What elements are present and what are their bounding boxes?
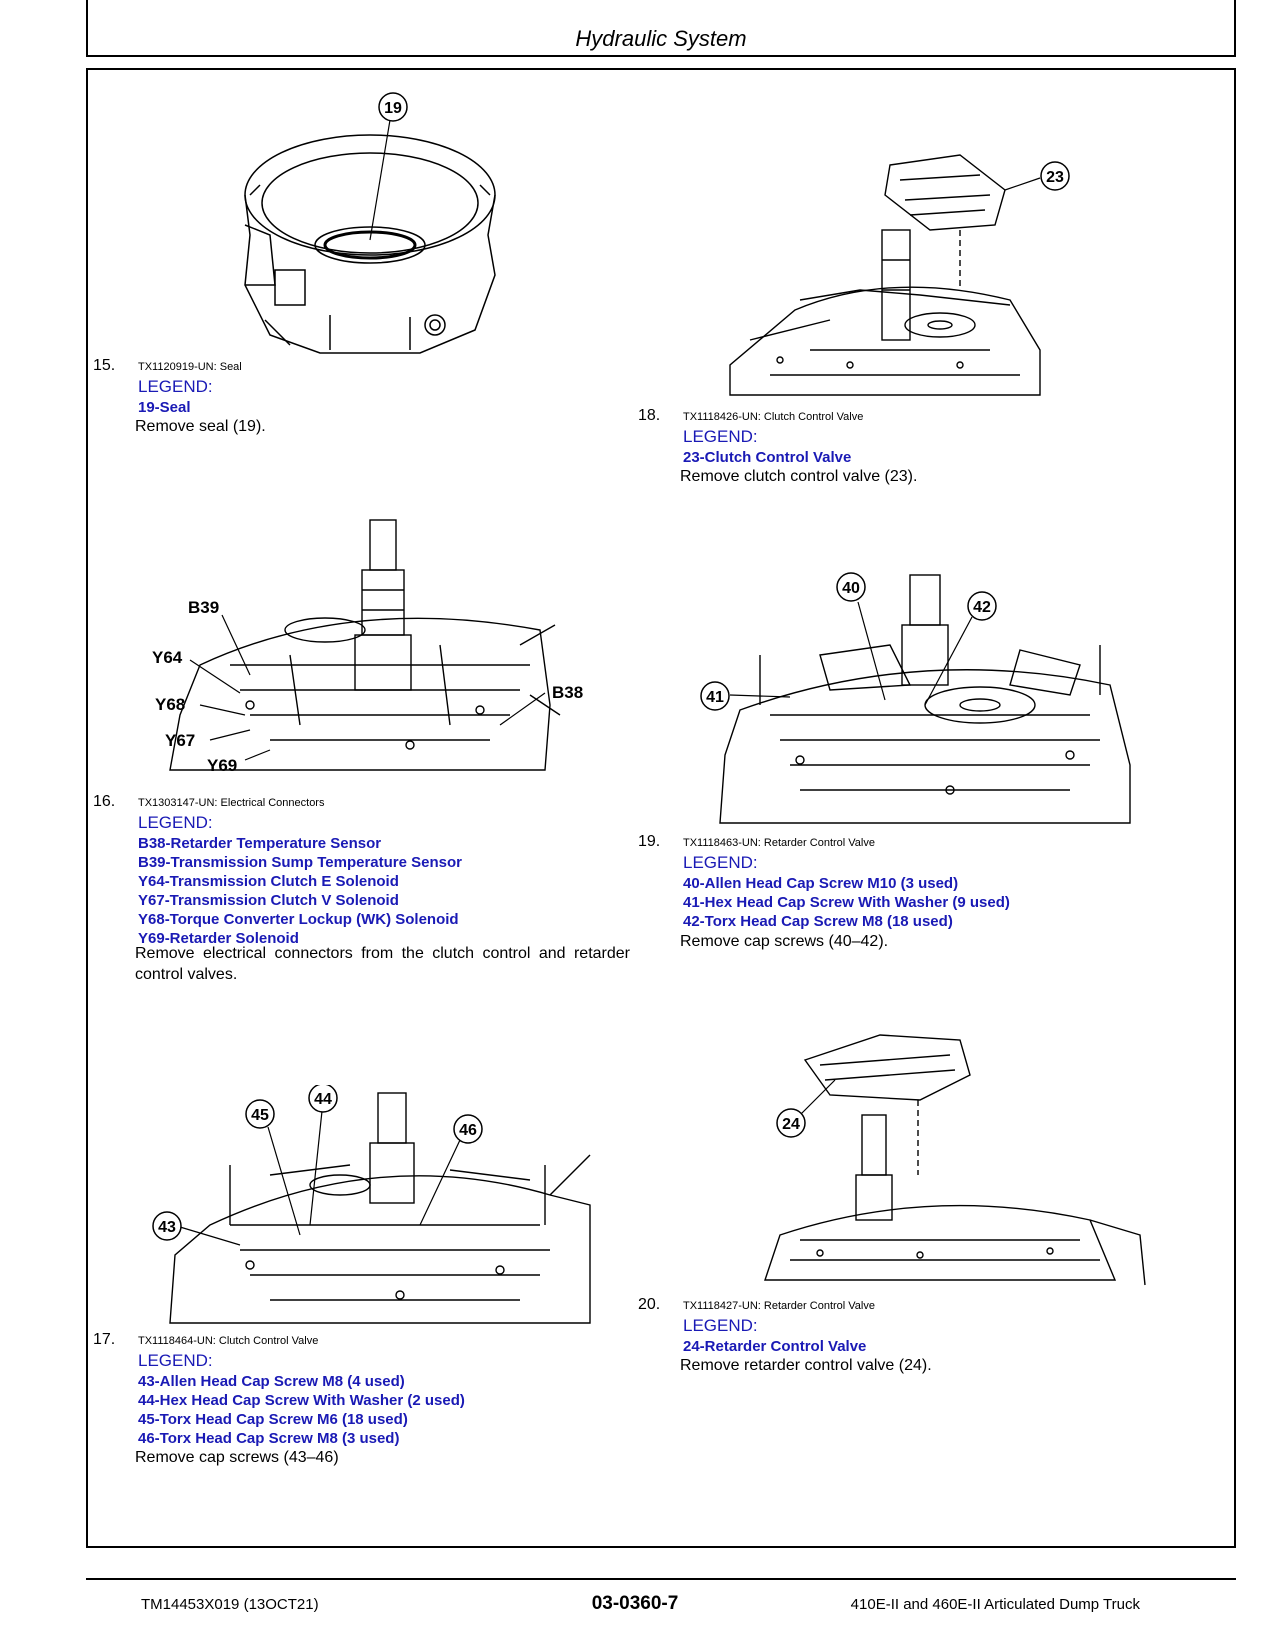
step-15: 15. TX1120919-UN: Seal LEGEND: 19-Seal R… bbox=[93, 357, 593, 447]
figure-retarder-cap-screws: 40 42 41 bbox=[690, 565, 1150, 830]
footer-doc-id: TM14453X019 (13OCT21) bbox=[141, 1596, 319, 1613]
figure-clutch-cap-screws: 45 44 46 43 bbox=[150, 1085, 595, 1330]
callout-label: B39 bbox=[188, 598, 219, 617]
connectors-illustration: B39 Y64 Y68 Y67 Y69 B38 bbox=[152, 519, 583, 775]
figure-seal: 19 bbox=[230, 85, 510, 365]
retarder-valve-illustration: 24 bbox=[764, 1034, 1146, 1286]
legend-item: 46-Torx Head Cap Screw M8 (3 used) bbox=[138, 1430, 400, 1447]
page-title: Hydraulic System bbox=[575, 26, 747, 51]
figure-caption: TX1120919-UN: Seal bbox=[138, 361, 242, 373]
step-17: 17. TX1118464-UN: Clutch Control Valve L… bbox=[93, 1331, 638, 1471]
figure-caption: TX1118463-UN: Retarder Control Valve bbox=[683, 837, 875, 849]
legend-item: Y68-Torque Converter Lockup (WK) Solenoi… bbox=[138, 911, 459, 928]
legend-item: 40-Allen Head Cap Screw M10 (3 used) bbox=[683, 875, 959, 892]
callout-label: 19 bbox=[384, 100, 402, 117]
page-header: Hydraulic System bbox=[86, 0, 1236, 57]
content-frame bbox=[86, 68, 1236, 1548]
figure-caption: TX1118464-UN: Clutch Control Valve bbox=[138, 1335, 319, 1347]
step-number: 17. bbox=[93, 1331, 116, 1348]
legend-item: 44-Hex Head Cap Screw With Washer (2 use… bbox=[138, 1392, 465, 1409]
figure-electrical-connectors: B39 Y64 Y68 Y67 Y69 B38 bbox=[150, 515, 590, 780]
retarder-screws-illustration: 40 42 41 bbox=[700, 572, 1131, 824]
step-number: 20. bbox=[638, 1296, 661, 1313]
callout-label: 43 bbox=[158, 1219, 176, 1236]
callout-label: 45 bbox=[251, 1107, 269, 1124]
legend-list: 24-Retarder Control Valve bbox=[683, 1337, 866, 1356]
legend-title: LEGEND: bbox=[138, 377, 213, 396]
legend-item: B38-Retarder Temperature Sensor bbox=[138, 835, 382, 852]
footer-manual-title: 410E-II and 460E-II Articulated Dump Tru… bbox=[850, 1596, 1140, 1613]
figure-clutch-valve-removal: 23 bbox=[710, 150, 1080, 405]
callout-label: 24 bbox=[782, 1116, 800, 1133]
legend-title: LEGEND: bbox=[138, 813, 213, 832]
legend-item: 24-Retarder Control Valve bbox=[683, 1338, 867, 1355]
figure-caption: TX1303147-UN: Electrical Connectors bbox=[138, 797, 325, 809]
legend-item: 19-Seal bbox=[138, 399, 191, 416]
callout-label: 40 bbox=[842, 580, 860, 597]
callout-label: B38 bbox=[552, 683, 583, 702]
instruction-text: Remove cap screws (40–42). bbox=[680, 933, 889, 950]
clutch-screws-illustration: 45 44 46 43 bbox=[152, 1085, 591, 1324]
callout-label: Y67 bbox=[165, 731, 195, 750]
callout-label: 46 bbox=[459, 1122, 477, 1139]
seal-illustration: 19 bbox=[244, 92, 496, 354]
instruction-text: Remove seal (19). bbox=[135, 418, 266, 435]
legend-title: LEGEND: bbox=[683, 427, 758, 446]
figure-caption: TX1118426-UN: Clutch Control Valve bbox=[683, 411, 864, 423]
callout-label: 41 bbox=[706, 689, 724, 706]
legend-list: 40-Allen Head Cap Screw M10 (3 used) 41-… bbox=[683, 874, 1010, 931]
legend-item: Y64-Transmission Clutch E Solenoid bbox=[138, 873, 399, 890]
callout-label: Y64 bbox=[152, 648, 183, 667]
legend-title: LEGEND: bbox=[138, 1351, 213, 1370]
legend-item: B39-Transmission Sump Temperature Sensor bbox=[138, 854, 462, 871]
legend-list: 23-Clutch Control Valve bbox=[683, 448, 851, 467]
instruction-text: Remove electrical connectors from the cl… bbox=[135, 945, 630, 983]
callout-label: Y69 bbox=[207, 756, 237, 775]
figure-caption: TX1118427-UN: Retarder Control Valve bbox=[683, 1300, 875, 1312]
step-19: 19. TX1118463-UN: Retarder Control Valve… bbox=[638, 833, 1198, 963]
figure-retarder-valve-removal: 24 bbox=[750, 1025, 1150, 1295]
legend-list: 19-Seal bbox=[138, 398, 191, 417]
legend-item: 41-Hex Head Cap Screw With Washer (9 use… bbox=[683, 894, 1010, 911]
legend-item: 23-Clutch Control Valve bbox=[683, 449, 852, 466]
legend-title: LEGEND: bbox=[683, 1316, 758, 1335]
step-number: 18. bbox=[638, 407, 661, 424]
callout-label: 23 bbox=[1046, 169, 1064, 186]
step-18: 18. TX1118426-UN: Clutch Control Valve L… bbox=[638, 407, 1198, 497]
legend-list: B38-Retarder Temperature Sensor B39-Tran… bbox=[138, 834, 462, 948]
footer-page-number: 03-0360-7 bbox=[591, 1593, 679, 1614]
legend-item: Y67-Transmission Clutch V Solenoid bbox=[138, 892, 399, 909]
step-16: 16. TX1303147-UN: Electrical Connectors … bbox=[93, 793, 638, 993]
instruction-text: Remove cap screws (43–46) bbox=[135, 1449, 339, 1466]
legend-item: 45-Torx Head Cap Screw M6 (18 used) bbox=[138, 1411, 408, 1428]
callout-label: 42 bbox=[973, 599, 991, 616]
step-number: 19. bbox=[638, 833, 661, 850]
legend-title: LEGEND: bbox=[683, 853, 758, 872]
callout-label: 44 bbox=[314, 1091, 332, 1108]
clutch-valve-illustration: 23 bbox=[729, 154, 1070, 396]
step-20: 20. TX1118427-UN: Retarder Control Valve… bbox=[638, 1296, 1198, 1386]
legend-list: 43-Allen Head Cap Screw M8 (4 used) 44-H… bbox=[138, 1372, 465, 1448]
callout-label: Y68 bbox=[155, 695, 185, 714]
step-number: 16. bbox=[93, 793, 116, 810]
instruction-text: Remove clutch control valve (23). bbox=[680, 468, 918, 485]
legend-item: 43-Allen Head Cap Screw M8 (4 used) bbox=[138, 1373, 405, 1390]
instruction-text: Remove retarder control valve (24). bbox=[680, 1357, 932, 1374]
step-number: 15. bbox=[93, 357, 116, 374]
legend-item: 42-Torx Head Cap Screw M8 (18 used) bbox=[683, 913, 953, 930]
legend-item: Y69-Retarder Solenoid bbox=[138, 930, 299, 947]
footer-divider bbox=[86, 1578, 1236, 1580]
